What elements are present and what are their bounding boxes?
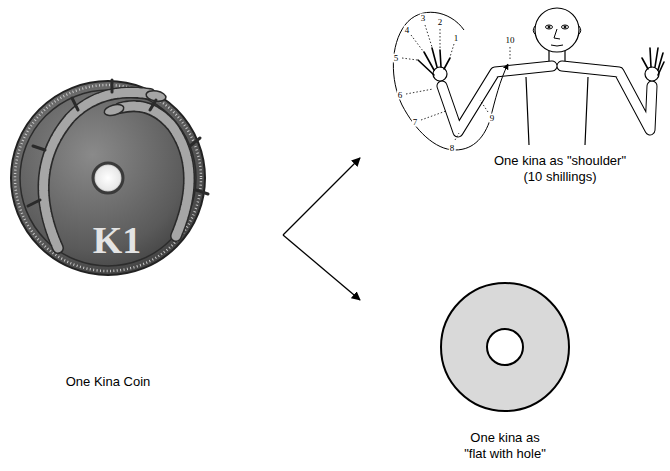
caption: One kina as "flat with hole": [461, 430, 549, 462]
pupil: [564, 26, 566, 28]
palm: [645, 67, 659, 81]
label-holder: 4: [404, 26, 411, 35]
fingers: [642, 48, 664, 75]
body-figure: [393, 8, 664, 150]
connector-arrow: [283, 158, 360, 235]
callout-number: 8: [449, 144, 456, 153]
connector-arrow: [283, 235, 360, 300]
callout-number: 10: [505, 36, 516, 45]
label-holder: 8: [449, 144, 456, 153]
callout-number: 4: [404, 26, 411, 35]
label-holder: 1: [453, 34, 460, 43]
leader-line: [402, 58, 417, 60]
count-loop: [393, 12, 508, 150]
leader-line: [425, 25, 432, 47]
callout-number: 5: [393, 54, 400, 63]
label-holder: 3: [420, 14, 427, 23]
eye: [546, 25, 553, 29]
disc-node: One kina as "flat with hole": [360, 276, 590, 466]
label-holder: 9: [489, 114, 496, 123]
label-holder: 5: [393, 54, 400, 63]
arm-outline: [562, 66, 652, 130]
crocodile-legs: [150, 100, 208, 194]
coin-face: [11, 81, 205, 275]
fingers: [418, 48, 450, 75]
callout-number: 1: [453, 34, 460, 43]
coin-rim: [20, 90, 196, 266]
disc-picture: [441, 283, 569, 411]
nose: [554, 29, 560, 39]
callout-number: 3: [420, 14, 427, 23]
label-holder: K1: [92, 221, 143, 259]
callout-number: 2: [437, 18, 444, 27]
callout-number: 9: [489, 114, 496, 123]
leader-lines: [402, 25, 510, 140]
callout-number: 7: [412, 118, 419, 127]
disc-hole: [487, 329, 523, 365]
coin-picture: [11, 80, 208, 275]
caption: One Kina Coin: [8, 374, 208, 390]
leader-line: [406, 89, 433, 94]
label-holder: 6: [397, 91, 404, 100]
disc: [441, 283, 569, 411]
leader-line: [440, 29, 441, 49]
label-holder: 7: [412, 118, 419, 127]
palm: [433, 67, 447, 81]
mouth: [551, 45, 563, 46]
head: [535, 8, 579, 52]
eye: [562, 25, 569, 29]
leader-line: [510, 47, 511, 60]
crocodile-head: [103, 103, 125, 118]
coin-node: One Kina Coin: [8, 78, 283, 394]
coin-beads: [15, 85, 201, 271]
arm-fill: [442, 66, 552, 132]
label-holder: 10: [505, 36, 516, 45]
leader-line: [450, 44, 454, 57]
torso-line: [526, 77, 588, 145]
coin-mark: K1: [92, 221, 143, 259]
leader-line: [421, 111, 446, 120]
arm-outline: [442, 66, 552, 132]
callout-number: 6: [397, 91, 404, 100]
crocodile-body: [120, 106, 189, 236]
caption: One kina as "shoulder" (10 shillings): [490, 153, 630, 185]
leader-line: [411, 35, 423, 51]
pupil: [548, 26, 550, 28]
label-holder: 2: [437, 18, 444, 27]
leader-line: [480, 100, 488, 112]
crocodile-outline: [120, 106, 189, 236]
coin-hole: [93, 163, 123, 193]
leader-line: [455, 133, 459, 140]
arm-fill: [562, 66, 652, 130]
